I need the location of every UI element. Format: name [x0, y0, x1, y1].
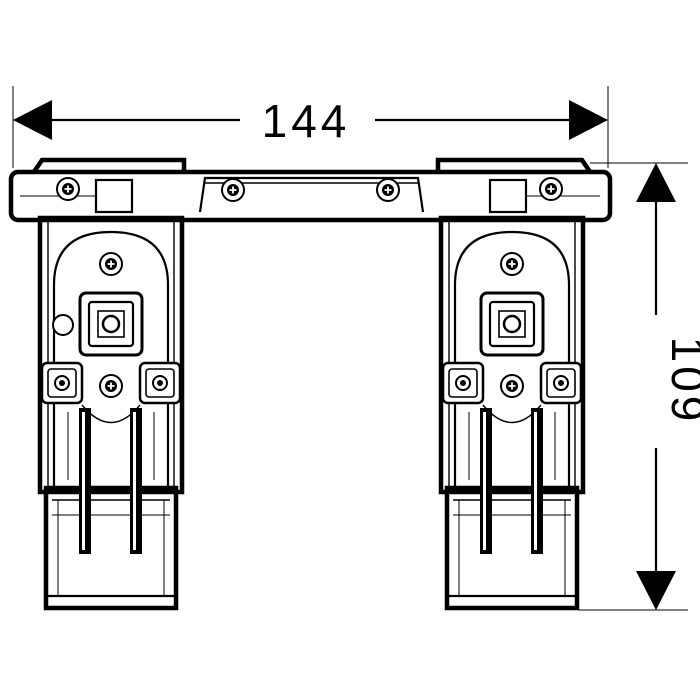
mounting-rail	[8, 157, 613, 223]
width-label: 144	[262, 95, 351, 147]
height-arrow-top	[636, 163, 676, 202]
width-arrow-right	[569, 100, 608, 140]
right-valve-unit	[441, 218, 583, 608]
rail-screw-icon	[221, 178, 245, 202]
left-valve-unit	[40, 218, 182, 608]
width-arrow-left	[13, 100, 52, 140]
rail-screw-icon	[376, 178, 400, 202]
width-dimension: 144	[12, 86, 609, 168]
height-arrow-bottom	[636, 571, 676, 610]
height-label: 109	[662, 337, 700, 426]
rail-screw-icon	[539, 177, 563, 201]
height-dimension: 109	[578, 162, 700, 611]
ring-icon	[52, 314, 74, 336]
rail-screw-icon	[56, 177, 80, 201]
